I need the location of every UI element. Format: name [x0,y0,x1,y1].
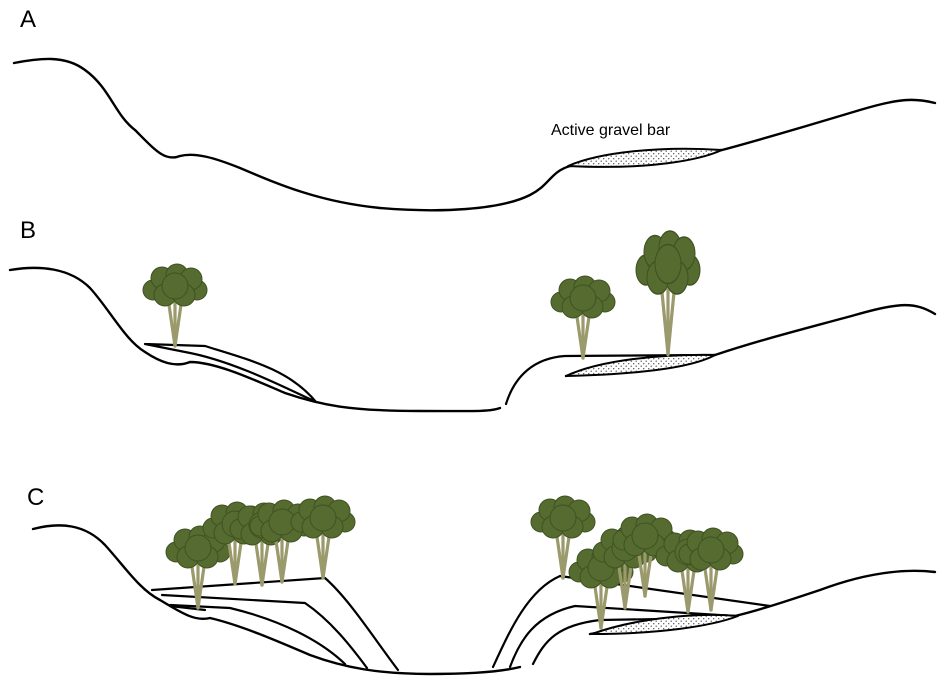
tree-icon [143,264,207,346]
terrace-b-left [145,344,316,402]
terrace-c-left-1 [152,578,398,670]
panel-label-a: A [20,6,36,33]
gravel-bar-label: Active gravel bar [551,122,671,139]
panel-b: B [10,217,935,411]
valley-profile-a [14,59,935,210]
panel-c: C [27,484,935,674]
panel-label-c: C [27,484,44,511]
panel-a: A Active gravel bar [14,6,935,210]
tree-icon [551,276,615,358]
terrace-c-right-1 [493,576,770,667]
valley-profile-b [10,268,500,411]
tree-icon [636,231,700,354]
gravel-bar-c [592,615,738,634]
gravel-bar-b [566,355,715,376]
panel-label-b: B [20,217,36,244]
gravel-bar-a [568,149,722,167]
